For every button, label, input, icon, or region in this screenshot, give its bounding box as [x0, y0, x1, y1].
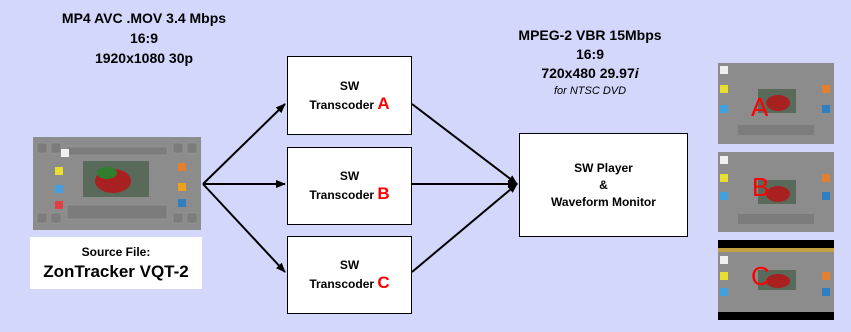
target-format-heading: MPEG-2 VBR 15Mbps 16:9 720x480 29.97i fo… [475, 26, 705, 100]
transcoder-b-letter: B [377, 184, 390, 203]
target-format-line3: 720x480 29.97i [475, 64, 705, 83]
target-format-line2: 16:9 [575, 46, 605, 62]
source-format-heading: MP4 AVC .MOV 3.4 Mbps 16:9 1920x1080 30p [14, 8, 274, 68]
transcoder-b-line1: SW [339, 169, 360, 183]
transcoder-c-letter: C [377, 273, 390, 292]
arrow-source-to-c [202, 183, 286, 273]
target-format-scan-suffix: i [634, 65, 639, 81]
output-c-letter: C [751, 261, 770, 291]
transcoder-c-label: Transcoder [309, 277, 378, 291]
transcoder-a-box: SW Transcoder A [287, 56, 412, 135]
source-format-line2: 16:9 [129, 30, 159, 46]
output-a-letter: A [751, 92, 769, 122]
target-format-line1: MPEG-2 VBR 15Mbps [518, 27, 662, 43]
arrow-c-to-player [411, 183, 518, 273]
arrow-source-to-a [202, 103, 286, 185]
transcoder-a-line2: Transcoder A [309, 95, 389, 114]
transcoder-a-label: Transcoder [309, 97, 378, 112]
output-b-letter: B [752, 172, 770, 202]
transcoder-b-label: Transcoder [309, 188, 378, 202]
player-line2: & [599, 177, 608, 192]
output-c-image [718, 240, 834, 320]
transcoder-b-box: SW Transcoder B [287, 147, 412, 225]
target-format-note: for NTSC DVD [553, 85, 627, 97]
source-file-caption: Source File: [81, 244, 151, 259]
source-test-pattern-image [33, 137, 201, 230]
output-a-image [718, 63, 834, 144]
transcoder-a-line1: SW [339, 78, 360, 93]
transcoder-b-line2: Transcoder B [309, 185, 389, 204]
output-b-image [718, 152, 834, 232]
transcoder-c-line1: SW [339, 258, 360, 272]
source-file-name: ZonTracker VQT-2 [43, 261, 189, 281]
player-waveform-box: SW Player & Waveform Monitor [519, 133, 688, 237]
source-file-label: Source File: ZonTracker VQT-2 [30, 237, 202, 289]
target-format-resolution: 720x480 29.97 [541, 65, 635, 81]
player-line1: SW Player [574, 160, 633, 175]
transcoder-a-letter: A [377, 93, 390, 113]
source-format-line3: 1920x1080 30p [94, 50, 194, 66]
transcoder-c-line2: Transcoder C [309, 274, 389, 293]
transcoder-c-box: SW Transcoder C [287, 236, 412, 314]
source-format-line1: MP4 AVC .MOV 3.4 Mbps [61, 10, 227, 26]
player-line3: Waveform Monitor [551, 194, 656, 209]
arrow-a-to-player [411, 103, 518, 185]
